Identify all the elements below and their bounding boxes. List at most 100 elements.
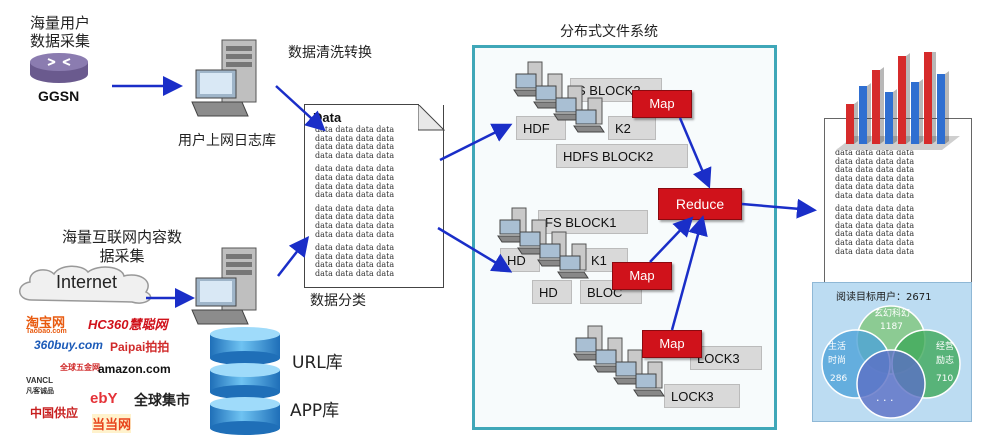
logo-hc360: HC360慧聪网 — [88, 317, 168, 332]
map-box: Map — [612, 262, 672, 290]
doc-line: data data data data — [835, 229, 915, 239]
hdfs-block: HD — [532, 280, 572, 304]
computer-icon — [593, 337, 625, 373]
cloud-icon — [19, 265, 152, 304]
doc-line: data data data data — [835, 246, 915, 256]
logo-vancl-cn: 凡客诚品 — [26, 388, 54, 395]
logo-global-market: 全球集市 — [134, 392, 190, 408]
logo-360buy: 360buy.com — [34, 338, 103, 352]
logo-paipai: Paipai拍拍 — [110, 340, 170, 354]
venn-diagram — [821, 305, 961, 419]
internet-label: Internet — [56, 272, 118, 292]
bar-3d — [885, 89, 897, 144]
server-icon — [191, 247, 257, 325]
doc-line: data data data data — [315, 181, 395, 191]
label-classify: 数据分类 — [310, 293, 366, 309]
bar-3d — [846, 101, 858, 144]
computer-cluster-icon — [497, 207, 589, 279]
doc-line: data data data data — [315, 133, 395, 143]
doc-line: data data data data — [315, 251, 395, 261]
hdfs-block: LOCK3 — [690, 346, 762, 370]
computer-icon — [497, 207, 529, 243]
computer-icon — [557, 243, 589, 279]
venn-title: 阅读目标用户：2671 — [836, 292, 932, 303]
doc-line: data data data data — [315, 150, 395, 160]
doc-line: data data data data — [315, 229, 395, 239]
doc-line: data data data data — [315, 142, 395, 152]
database-icon — [210, 327, 280, 435]
label-clean-transform: 数据清洗转换 — [288, 45, 372, 61]
label-user-log-db: 用户上网日志库 — [178, 133, 276, 149]
bar-3d — [911, 79, 923, 144]
ggsn-label: GGSN — [38, 88, 80, 104]
venn-label: 玄幻科幻 — [874, 309, 911, 319]
logo-dangdang: 当当网 — [92, 414, 132, 433]
computer-icon — [517, 219, 549, 255]
venn-value: 286 — [830, 374, 848, 384]
map-box: Map — [642, 330, 702, 358]
hdfs-block: LOCK3 — [664, 384, 740, 408]
computer-icon — [633, 361, 665, 397]
bar-chart-3d-icon — [836, 52, 960, 150]
doc-line: data data data data — [315, 220, 395, 230]
label-app-db: APP库 — [290, 401, 340, 421]
venn-value: 710 — [936, 374, 954, 384]
doc-line: data data data data — [835, 148, 915, 157]
logo-ebay: ebY — [90, 390, 118, 407]
server-icon — [191, 39, 257, 117]
venn-label: 经营 励志 — [936, 342, 955, 366]
doc-line: data data data data — [315, 268, 395, 278]
label-url-db: URL库 — [292, 353, 343, 373]
label-collect-content: 海量互联网内容数 据采集 — [62, 228, 183, 265]
computer-icon — [573, 325, 605, 361]
computer-icon — [533, 73, 565, 109]
hdfs-block: FS BLOCK1 — [538, 210, 648, 234]
computer-cluster-icon — [513, 61, 605, 133]
venn-label: · · · — [876, 394, 894, 407]
bar-3d — [859, 83, 871, 144]
doc-line: data data data data — [835, 212, 915, 222]
doc-line: data data data data — [315, 164, 395, 174]
hdfs-block: K2 — [608, 116, 656, 140]
hdfs-block: HDFS BLOCK2 — [556, 144, 688, 168]
bar-3d — [937, 71, 949, 144]
bar-3d — [872, 67, 884, 144]
doc-line: data data data data — [315, 260, 395, 270]
dfs-title: 分布式文件系统 — [560, 24, 658, 40]
doc-line: data data data data — [315, 243, 395, 253]
computer-icon — [553, 85, 585, 121]
doc-line: data data data data — [315, 172, 395, 182]
page-fold-icon — [418, 104, 445, 131]
logo-wujin: 全球五金网 — [60, 363, 100, 372]
doc-line: data data data data — [315, 212, 395, 222]
computer-icon — [573, 97, 605, 133]
doc-line: data data data data — [835, 182, 915, 192]
computer-cluster-icon — [573, 325, 665, 397]
doc-line: data data data data — [835, 220, 915, 230]
doc-line: data data data data — [835, 190, 915, 200]
venn-value: 1187 — [880, 322, 903, 332]
doc-line: data data data data — [835, 165, 915, 175]
router-icon — [30, 53, 88, 83]
logo-amazon: amazon.com — [98, 362, 171, 376]
venn-label: 生活 时尚 — [828, 342, 847, 366]
logo-taobao-url: Taobao.com — [26, 328, 67, 335]
bar-3d — [924, 52, 936, 144]
doc-line: data data data data — [835, 237, 915, 247]
doc-line: data data data data — [315, 190, 395, 200]
doc-line: data data data data — [835, 156, 915, 166]
bar-3d — [898, 53, 910, 144]
doc-line: data data data data — [315, 125, 395, 134]
doc-line: data data data data — [835, 203, 915, 213]
logo-taobao: 淘宝网 — [26, 315, 66, 330]
logo-china-supply: 中国供应 — [30, 406, 79, 420]
label-collect-users: 海量用户 数据采集 — [30, 14, 91, 50]
doc-line: data data data data — [315, 203, 395, 213]
logo-vancl: VANCL — [26, 376, 53, 385]
map-box: Map — [632, 90, 692, 118]
doc-line: data data data data — [835, 173, 915, 183]
